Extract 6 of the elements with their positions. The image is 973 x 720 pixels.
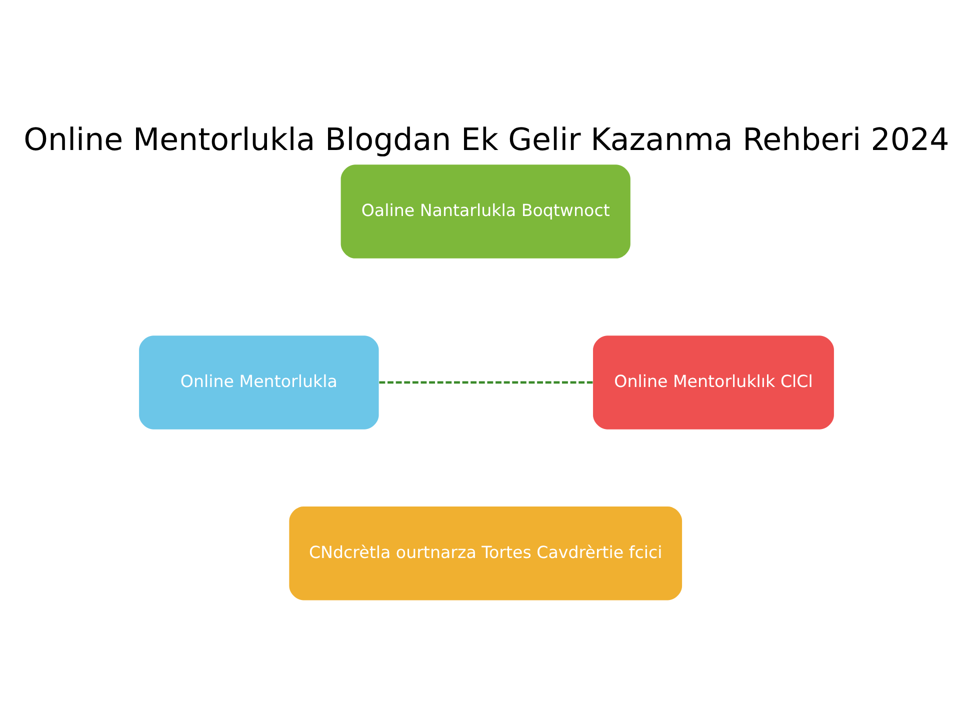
node-box: Oaline Nantarlukla Boqtwnoct: [340, 164, 630, 258]
node-box: Online Mentorlukla: [139, 335, 379, 429]
node-box: Online Mentorluklık ClCl: [593, 335, 834, 429]
node-box: CNdcrètla ourtnarza Tortes Cavdrèrtie fcici: [289, 506, 682, 600]
connector: [379, 380, 593, 384]
diagram-title: Online Mentorlukla Blogdan Ek Gelir Kazanma Rehberi 2024: [24, 122, 950, 158]
